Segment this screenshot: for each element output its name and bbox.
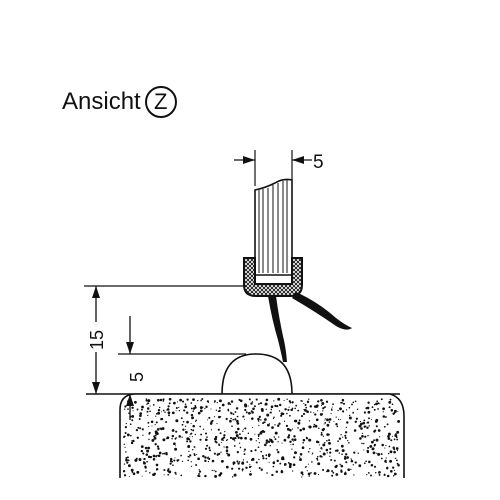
view-label: Ansicht (62, 88, 141, 115)
arrowhead-right (243, 156, 255, 164)
dimension-lower-height: 5 (126, 316, 147, 420)
arrowhead-down (92, 382, 100, 394)
arrowhead-down-upper (126, 342, 134, 354)
arrowhead-left (292, 156, 304, 164)
dimension-label-top-width: 5 (313, 152, 324, 173)
floor-block (119, 393, 405, 478)
dimension-label-lower-height: 5 (127, 372, 147, 382)
floor-stop (221, 353, 293, 395)
sealing-lip-left (268, 296, 287, 362)
view-title: Ansicht Z (62, 86, 177, 118)
u-profile-seal (243, 257, 303, 297)
dimension-label-total-height: 15 (87, 330, 107, 350)
arrowhead-up-lower (126, 394, 134, 406)
concrete-texture (122, 397, 401, 478)
dimension-top-width: 5 (234, 150, 324, 186)
glass-panel (254, 178, 293, 276)
dimension-total-height: 15 (86, 286, 107, 394)
view-letter-circle: Z (144, 86, 177, 118)
sealing-lip-right (292, 292, 352, 330)
arrowhead-up (92, 286, 100, 298)
